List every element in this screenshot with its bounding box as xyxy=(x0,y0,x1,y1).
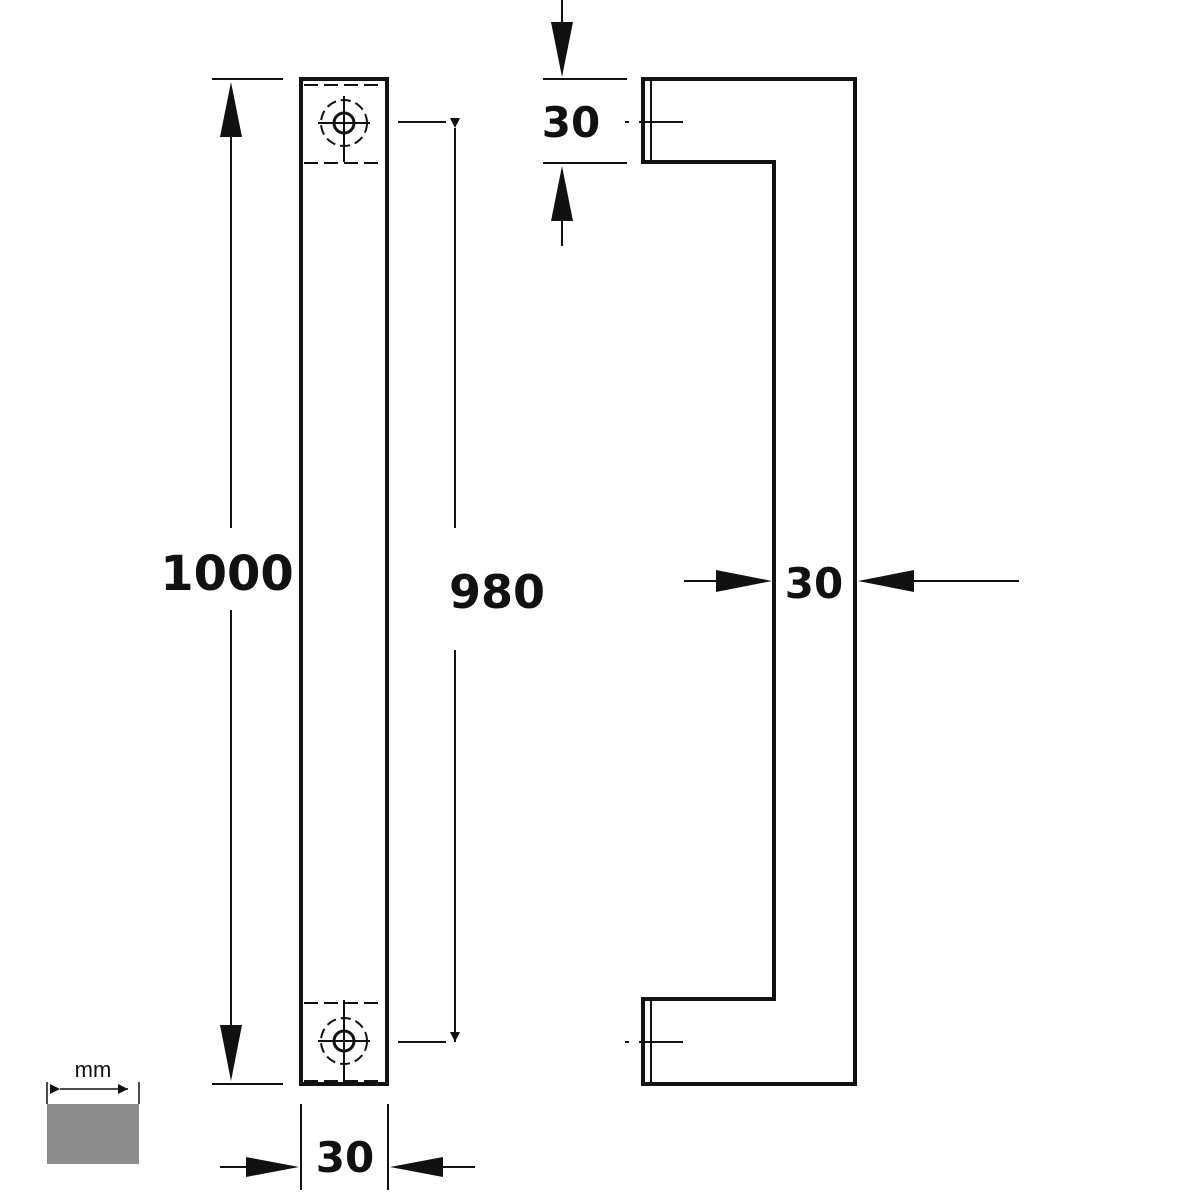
front-width-arrow-right-icon xyxy=(246,1157,299,1177)
front-width-arrow-left-icon xyxy=(390,1157,443,1177)
standoff-depth-arrow-left-icon xyxy=(858,570,914,592)
leg-height-dimension xyxy=(543,0,627,246)
top-mounting-hole-icon xyxy=(304,84,384,164)
overall-length-dimension xyxy=(212,78,283,1085)
leg-height-arrow-down-icon xyxy=(551,22,573,77)
overall-length-arrow-up-icon xyxy=(220,82,242,137)
leg-height-arrow-up-icon xyxy=(551,166,573,221)
hole-spacing-label: 980 xyxy=(449,565,545,619)
standoff-depth-arrow-right-icon xyxy=(716,570,772,592)
standoff-depth-label: 30 xyxy=(785,559,843,608)
front-width-label: 30 xyxy=(316,1133,374,1182)
unit-label: mm xyxy=(75,1057,112,1082)
overall-length-label: 1000 xyxy=(160,546,294,602)
unit-legend: mm xyxy=(46,1057,140,1164)
front-width-dimension xyxy=(220,1104,475,1190)
finish-swatch xyxy=(47,1104,139,1164)
bottom-mounting-hole-icon xyxy=(304,1000,384,1082)
side-view xyxy=(625,77,857,1086)
side-view-handle-outline xyxy=(641,77,857,1086)
standoff-depth-dimension xyxy=(684,570,1019,592)
front-view-bar-outline xyxy=(299,77,389,1086)
leg-height-label: 30 xyxy=(542,98,600,147)
overall-length-arrow-down-icon xyxy=(220,1025,242,1081)
front-view xyxy=(299,77,446,1086)
